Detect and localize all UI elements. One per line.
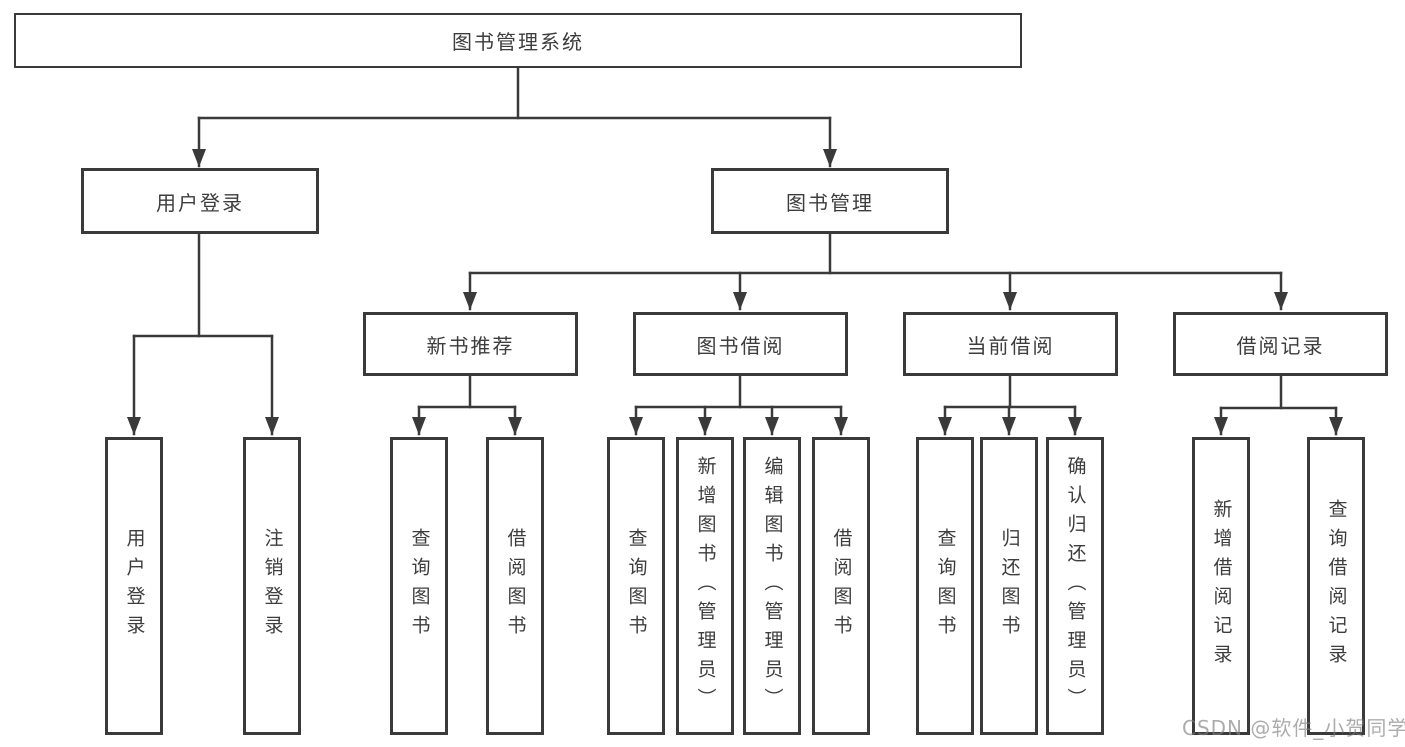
csdn-watermark: CSDN @软件_小贺同学	[1182, 716, 1405, 740]
leaf-query-borrow-record-label: 查询借阅记录	[1325, 499, 1348, 673]
leaf-user-login-label: 用户登录	[123, 528, 146, 644]
node-new-book-recommend: 新书推荐	[363, 312, 578, 376]
leaf-borrow-query-books: 查询图书	[607, 437, 665, 735]
node-book-management: 图书管理	[711, 168, 949, 234]
leaf-add-book-admin-label: 新增图书（管理员）	[694, 455, 717, 717]
leaf-add-book-admin: 新增图书（管理员）	[676, 437, 734, 735]
node-user-login: 用户登录	[81, 168, 319, 234]
node-book-borrow: 图书借阅	[633, 312, 848, 376]
leaf-confirm-return-admin-label: 确认归还（管理员）	[1064, 455, 1087, 717]
leaf-recommend-borrow-books-label: 借阅图书	[504, 528, 527, 644]
leaf-edit-book-admin-label: 编辑图书（管理员）	[761, 455, 784, 717]
node-current-borrow: 当前借阅	[903, 312, 1118, 376]
leaf-confirm-return-admin: 确认归还（管理员）	[1046, 437, 1104, 735]
leaf-add-borrow-record-label: 新增借阅记录	[1210, 499, 1233, 673]
leaf-return-books-label: 归还图书	[998, 528, 1021, 644]
leaf-return-books: 归还图书	[980, 437, 1038, 735]
leaf-recommend-query-books: 查询图书	[390, 437, 448, 735]
leaf-query-borrow-record: 查询借阅记录	[1307, 437, 1365, 735]
leaf-borrow-borrow-books-label: 借阅图书	[830, 528, 853, 644]
node-system-root: 图书管理系统	[14, 13, 1022, 68]
leaf-user-login: 用户登录	[105, 437, 163, 735]
leaf-edit-book-admin: 编辑图书（管理员）	[743, 437, 801, 735]
leaf-logout-label: 注销登录	[261, 528, 284, 644]
leaf-logout: 注销登录	[243, 437, 301, 735]
leaf-recommend-query-books-label: 查询图书	[408, 528, 431, 644]
leaf-borrow-borrow-books: 借阅图书	[812, 437, 870, 735]
leaf-current-query-books-label: 查询图书	[934, 528, 957, 644]
leaf-recommend-borrow-books: 借阅图书	[486, 437, 544, 735]
node-borrow-records: 借阅记录	[1173, 312, 1388, 376]
leaf-borrow-query-books-label: 查询图书	[625, 528, 648, 644]
leaf-add-borrow-record: 新增借阅记录	[1192, 437, 1250, 735]
leaf-current-query-books: 查询图书	[916, 437, 974, 735]
